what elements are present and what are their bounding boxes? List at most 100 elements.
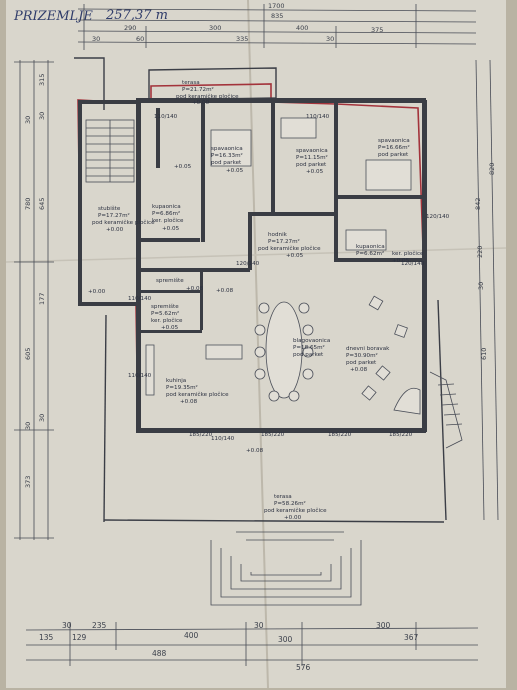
room-hodnik-name: hodnik bbox=[268, 232, 288, 238]
dim-bottom-576: 576 bbox=[296, 663, 311, 672]
bathtub bbox=[280, 117, 317, 139]
room-stubiste-area: P=17.27m² bbox=[98, 212, 130, 219]
kitchen-counter bbox=[145, 344, 155, 396]
room-spavaonica1-name: spavaonica bbox=[211, 146, 243, 152]
room-spavaonica1-area: P=16.33m² bbox=[211, 152, 243, 159]
armchair bbox=[368, 295, 384, 311]
dim-bottom-400: 400 bbox=[184, 631, 199, 640]
window-tag-6: 185/220 bbox=[328, 432, 352, 438]
dim-left-30d: 30 bbox=[24, 422, 32, 430]
dim-top-290: 290 bbox=[124, 24, 136, 32]
room-terasa-bottom-level: +0.00 bbox=[284, 515, 302, 521]
top-dimensions: 1700 835 290 300 400 375 30 60 335 30 bbox=[77, 2, 477, 50]
room-kuhinja-floor: pod keramičke pločice bbox=[166, 391, 229, 398]
dim-bottom-488: 488 bbox=[152, 649, 167, 658]
room-blagovaonica-area: P=18.65m² bbox=[293, 344, 325, 351]
room-spremiste-small-level: +0.08 bbox=[186, 286, 204, 292]
dim-bottom-135: 135 bbox=[39, 633, 54, 642]
room-terasa-top-level: +0.00 bbox=[192, 100, 210, 106]
dim-right-30: 30 bbox=[477, 282, 485, 290]
room-kuhinja-area: P=19.35m² bbox=[166, 384, 198, 391]
fold-crease-vertical bbox=[247, 0, 269, 688]
dim-left-30c: 30 bbox=[38, 414, 46, 422]
room-stubiste-name: stubište bbox=[98, 205, 121, 212]
room-spremiste-small-name: spremište bbox=[156, 277, 184, 284]
room-hodnik-level: +0.05 bbox=[286, 253, 304, 259]
dim-top-400: 400 bbox=[296, 24, 308, 32]
floor-plan-drawing: PRIZEMLJE 257,37 m 1700 835 290 300 400 … bbox=[6, 0, 506, 688]
window-tag-5: 185/220 bbox=[261, 432, 285, 438]
room-spremiste-name: spremište bbox=[151, 303, 179, 310]
room-spremiste-floor: ker. pločice bbox=[151, 317, 183, 324]
right-dimensions: 820 842 220 30 610 bbox=[474, 59, 499, 521]
level-markers: +0.00 +0.08 +0.05 bbox=[88, 164, 264, 454]
exterior-stairs-bottom bbox=[210, 531, 362, 606]
dim-left-605: 605 bbox=[24, 348, 32, 360]
dim-top-30a: 30 bbox=[92, 35, 100, 43]
room-terasa-bottom-floor: pod keramičke pločice bbox=[264, 507, 327, 514]
handwritten-area: 257,37 m bbox=[105, 8, 168, 23]
dim-bottom-129: 129 bbox=[72, 633, 87, 642]
bottom-dimensions: 135 235 400 300 367 30 129 30 488 300 57… bbox=[25, 621, 479, 672]
room-terasa-top-name: terasa bbox=[182, 80, 200, 86]
room-kupaonica1-area: P=6.86m² bbox=[152, 210, 180, 217]
dim-top-60: 60 bbox=[136, 35, 144, 43]
room-spremiste-area: P=5.62m² bbox=[151, 310, 179, 317]
room-spavaonica2-area: P=11.15m² bbox=[296, 154, 328, 161]
room-spavaonica3-area: P=16.66m² bbox=[378, 144, 410, 151]
room-spavaonica2-name: spavaonica bbox=[296, 148, 328, 154]
room-blagovaonica-floor: pod parket bbox=[293, 352, 324, 358]
window-tag-1: 110/140 bbox=[128, 296, 152, 302]
room-spavaonica2-level: +0.05 bbox=[306, 169, 324, 175]
interior-staircase bbox=[85, 119, 135, 183]
dim-bottom-30b: 30 bbox=[254, 621, 264, 630]
room-dnevni-level: +0.08 bbox=[350, 367, 368, 373]
dim-top-335: 335 bbox=[236, 35, 248, 43]
room-terasa-top-area: P=21.72m² bbox=[182, 86, 214, 93]
dim-right-820: 820 bbox=[488, 163, 496, 175]
dim-left-315: 315 bbox=[38, 74, 46, 86]
window-tag-9: 120/140 bbox=[401, 261, 425, 267]
room-spavaonica3-name: spavaonica bbox=[378, 138, 410, 144]
room-hodnik-area: P=17.27m² bbox=[268, 238, 300, 245]
kitchen-island bbox=[205, 344, 243, 360]
dim-right-842: 842 bbox=[474, 198, 482, 210]
window-tag-8: 120/140 bbox=[236, 261, 260, 267]
room-wc-level: +0.08 bbox=[216, 288, 234, 294]
room-kupaonica2-name: kupaonica bbox=[356, 244, 385, 250]
dim-left-177: 177 bbox=[38, 293, 46, 305]
level-marker-left: +0.00 bbox=[88, 289, 106, 295]
left-dimensions: 315 30 30 645 780 177 605 30 30 373 bbox=[14, 60, 54, 540]
dim-top-835: 835 bbox=[271, 12, 283, 20]
dim-right-610: 610 bbox=[480, 348, 488, 360]
exterior-stairs-right bbox=[429, 371, 463, 449]
dining-table bbox=[265, 301, 303, 399]
room-spavaonica1-level: +0.05 bbox=[226, 168, 244, 174]
walls bbox=[78, 98, 427, 433]
room-dnevni-name: dnevni boravak bbox=[346, 346, 390, 352]
room-dnevni-area: P=30.90m² bbox=[346, 352, 378, 359]
dim-left-780: 780 bbox=[24, 198, 32, 210]
dim-left-30b: 30 bbox=[24, 116, 32, 124]
bed-room1 bbox=[210, 129, 252, 167]
window-tag-11: 110/140 bbox=[154, 114, 178, 120]
window-tag-3: 110/140 bbox=[211, 436, 235, 442]
room-labels: terasa P=21.72m² pod keramičke pločice +… bbox=[92, 80, 424, 521]
room-kupaonica1-level: +0.05 bbox=[162, 226, 180, 232]
dim-right-220: 220 bbox=[476, 246, 484, 258]
room-spavaonica1-floor: pod parket bbox=[211, 160, 242, 166]
window-tag-4: 185/220 bbox=[189, 432, 213, 438]
room-hodnik-floor: pod keramičke pločice bbox=[258, 245, 321, 252]
dim-top-300: 300 bbox=[209, 24, 221, 32]
room-dnevni-floor: pod parket bbox=[346, 360, 377, 366]
dim-bottom-300b: 300 bbox=[376, 621, 391, 630]
level-marker-bottom: +0.08 bbox=[246, 448, 264, 454]
handwritten-title: PRIZEMLJE bbox=[13, 9, 93, 24]
dim-bottom-30a: 30 bbox=[62, 621, 72, 630]
dim-bottom-367: 367 bbox=[404, 633, 419, 642]
room-kupaonica1-name: kupaonica bbox=[152, 204, 181, 210]
room-terasa-bottom-area: P=58.26m² bbox=[274, 500, 306, 507]
dim-bottom-235: 235 bbox=[92, 621, 107, 630]
window-tag-12: 110/140 bbox=[306, 114, 330, 120]
dim-left-373: 373 bbox=[24, 476, 32, 488]
